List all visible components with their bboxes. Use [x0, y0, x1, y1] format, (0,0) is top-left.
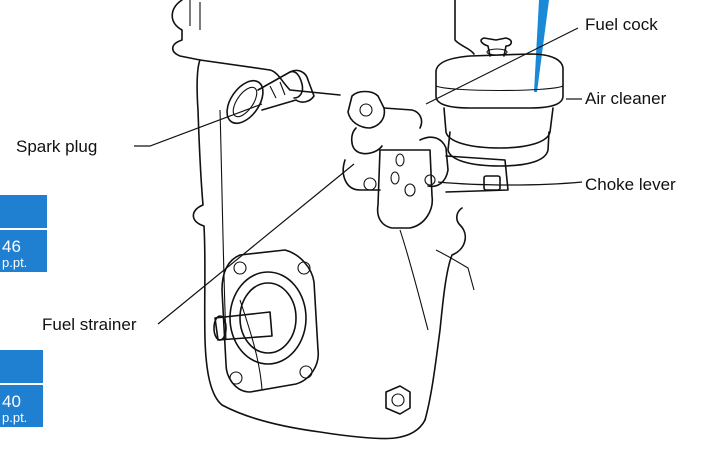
leader-lines: [134, 27, 583, 325]
leader-fuel-cock: [425, 27, 579, 105]
engine-top-housing: [171, 0, 475, 61]
leader-spark-plug: [134, 103, 263, 147]
page-tab-1-text: p.pt.: [2, 255, 27, 270]
page-tab-1: 46 p.pt.: [0, 195, 47, 272]
air-cleaner: [435, 37, 564, 167]
page-tab-2-number: 40: [2, 392, 21, 411]
label-fuel-strainer: Fuel strainer: [42, 315, 137, 334]
page-tab-1-number: 46: [2, 237, 21, 256]
leader-fuel-strainer: [157, 163, 355, 325]
label-choke-lever: Choke lever: [585, 175, 676, 194]
carburetor: [342, 90, 509, 229]
page-tab-2: 40 p.pt.: [0, 350, 43, 427]
flange-mount: [213, 249, 320, 393]
leader-choke-lever: [437, 181, 583, 186]
label-air-cleaner: Air cleaner: [585, 89, 667, 108]
engine-block: [192, 59, 475, 440]
label-spark-plug: Spark plug: [16, 137, 97, 156]
page-tab-2-text: p.pt.: [2, 410, 27, 425]
label-fuel-cock: Fuel cock: [585, 15, 658, 34]
drain-bolt: [385, 385, 411, 415]
spark-plug: [226, 69, 315, 125]
